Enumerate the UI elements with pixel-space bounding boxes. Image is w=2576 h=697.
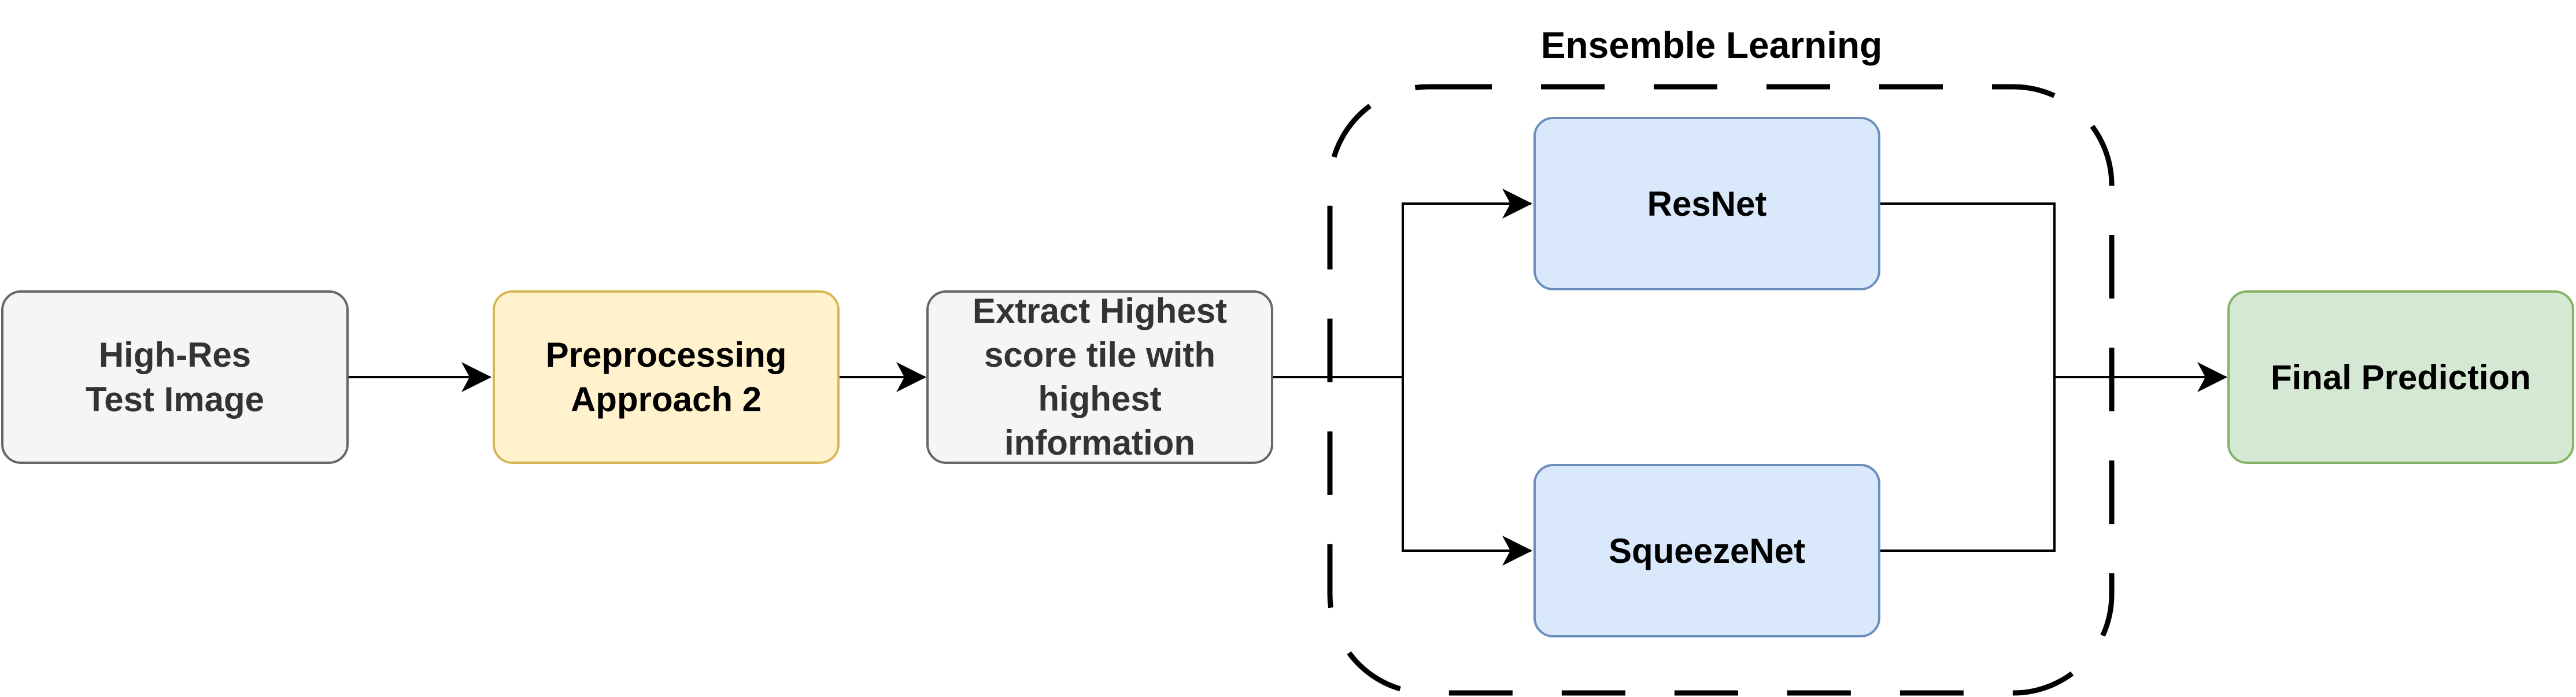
extract-tile-label-line2: score tile with: [984, 335, 1216, 374]
extract-tile-label-line1: Extract Highest: [972, 292, 1228, 330]
squeezenet-node: SqueezeNet: [1533, 464, 1880, 637]
ensemble-group-border: [1327, 84, 2115, 696]
resnet-node: ResNet: [1533, 117, 1880, 290]
preprocessing-label-line1: Preprocessing: [545, 335, 787, 374]
final-prediction-label: Final Prediction: [2270, 357, 2531, 397]
extract-tile-label-line3: highest: [1038, 379, 1162, 418]
resnet-label: ResNet: [1647, 184, 1767, 223]
input-image-node: High-Res Test Image: [1, 290, 349, 464]
input-image-label-line2: Test Image: [86, 380, 264, 419]
edge-extract-to-resnet: [1273, 189, 1532, 378]
extract-tile-node: Extract Highest score tile with highest …: [926, 290, 1273, 464]
input-image-label-line1: High-Res: [98, 335, 252, 374]
edge-resnet-to-merge: [1880, 202, 2056, 552]
preprocessing-node: Preprocessing Approach 2: [493, 290, 840, 464]
ensemble-learning-title: Ensemble Learning: [1540, 24, 1883, 66]
final-prediction-node: Final Prediction: [2227, 290, 2574, 464]
preprocessing-label-line2: Approach 2: [570, 380, 762, 419]
squeezenet-label: SqueezeNet: [1608, 531, 1806, 570]
extract-tile-label-line4: information: [1004, 423, 1195, 462]
edge-extract-to-squeezenet: [1402, 377, 1532, 566]
